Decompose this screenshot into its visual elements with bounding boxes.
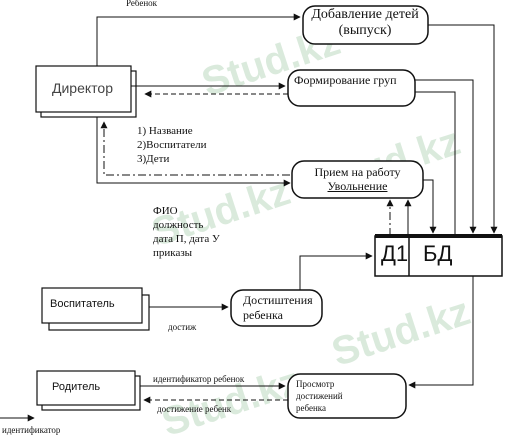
process-achievements-label: Достиштения ребенка	[243, 293, 313, 322]
flow-achieve-label: достиж	[168, 322, 197, 332]
entity-teacher	[41, 287, 150, 331]
process-fire-label: Увольнение	[327, 179, 388, 193]
process-achievements	[230, 289, 323, 327]
flow-child-id-label: идентификатор ребенок	[153, 374, 245, 384]
store-id-label: Д1	[381, 241, 409, 266]
flow-groups-store-1	[415, 79, 477, 234]
flow-dates: дата П, дата У	[153, 233, 220, 245]
flow-id-bottom-label: идентификатор	[2, 425, 61, 435]
flow-hire-store	[423, 179, 437, 234]
flow-list-1: 1) Название	[137, 125, 193, 137]
process-form-groups-label: Формирование груп	[294, 73, 397, 87]
flow-store-view	[408, 276, 474, 389]
entity-director-label: Директор	[52, 80, 113, 96]
data-store	[374, 234, 503, 277]
flow-list-3: 3)Дети	[137, 153, 170, 165]
store-name-label: БД	[423, 241, 453, 266]
dfd-diagram	[0, 5, 503, 422]
flow-child-label: Ребенок	[126, 0, 158, 8]
flow-achieve-store	[299, 252, 373, 290]
entity-teacher-label: Воспитатель	[50, 298, 115, 310]
process-hire-label: Прием на работу	[314, 165, 401, 179]
flow-child	[96, 13, 301, 66]
entity-parent	[36, 370, 141, 411]
flow-orders: приказы	[153, 247, 193, 259]
flow-position: должность	[153, 219, 204, 231]
entity-director	[35, 65, 137, 118]
flow-fio: ФИО	[153, 205, 178, 217]
process-view-achievements-label: Просмотр достижений ребенка	[296, 379, 343, 413]
flow-director-hire	[96, 117, 291, 187]
entity-parent-label: Родитель	[52, 381, 101, 393]
process-view-achievements	[287, 373, 407, 419]
flow-add-store	[428, 24, 498, 234]
flow-groups-store-2	[415, 91, 456, 236]
flow-child-achievement-label: достижение ребенк	[157, 404, 232, 414]
process-add-children-label: Добавление детей (выпуск)	[311, 7, 419, 38]
process-form-groups	[287, 69, 416, 107]
flow-list-2: 2)Воспитатели	[137, 139, 207, 151]
